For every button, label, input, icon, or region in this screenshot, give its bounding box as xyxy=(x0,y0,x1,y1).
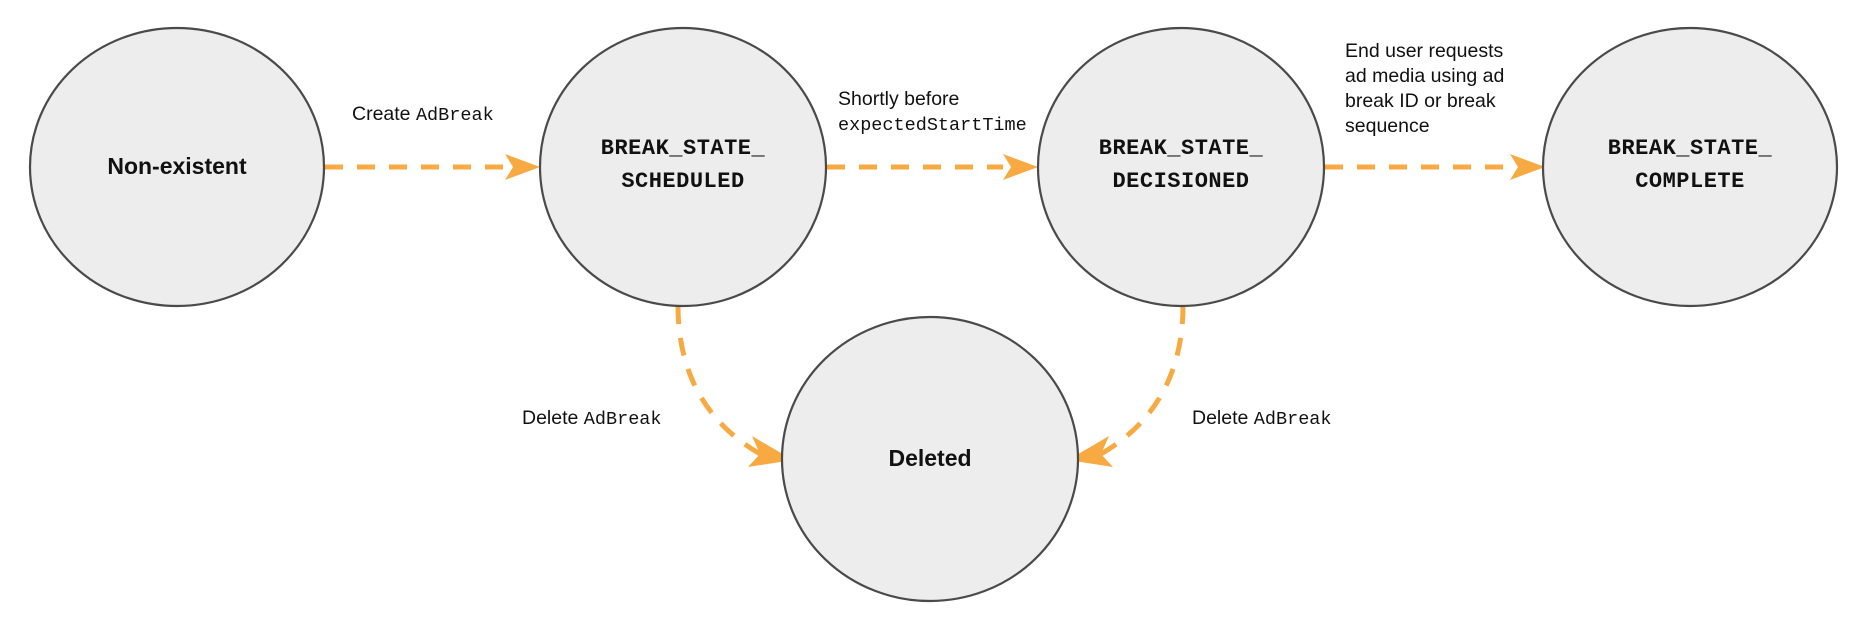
node-shape-break-state-complete[interactable] xyxy=(1541,26,1839,308)
node-break-state-decisioned[interactable]: BREAK_STATE_ DECISIONED xyxy=(1036,26,1326,308)
edge-label-run-sans: Create xyxy=(352,103,416,125)
edge-label-run-sans: Delete xyxy=(1192,407,1254,429)
edge-label-run-mono: AdBreak xyxy=(584,409,662,430)
edge-line-delete-from-decisioned xyxy=(1097,305,1186,458)
edge-delete-from-scheduled xyxy=(675,305,793,467)
edge-label-line-3: break ID or break xyxy=(1345,90,1496,112)
edge-label-run-mono: AdBreak xyxy=(1254,409,1332,430)
edge-delete-from-decisioned xyxy=(1068,305,1186,467)
node-shape-break-state-decisioned[interactable] xyxy=(1036,26,1326,308)
node-label-break-state-scheduled-line1: BREAK_STATE_ xyxy=(601,136,766,161)
edge-label-create-adbreak: Create AdBreak xyxy=(352,103,494,126)
node-label-break-state-decisioned-line1: BREAK_STATE_ xyxy=(1099,136,1264,161)
edge-create-adbreak xyxy=(325,154,540,180)
edge-end-user-requests xyxy=(1325,154,1545,180)
edge-label-run-mono: AdBreak xyxy=(416,105,494,126)
node-label-break-state-complete-line2: COMPLETE xyxy=(1635,169,1745,194)
node-label-break-state-scheduled-line2: SCHEDULED xyxy=(621,169,744,194)
node-break-state-scheduled[interactable]: BREAK_STATE_ SCHEDULED xyxy=(538,26,828,308)
node-break-state-complete[interactable]: BREAK_STATE_ COMPLETE xyxy=(1541,26,1839,308)
edge-label-line-1: Shortly before xyxy=(838,88,959,110)
node-label-non-existent: Non-existent xyxy=(107,153,247,179)
node-label-break-state-decisioned-line2: DECISIONED xyxy=(1112,169,1249,194)
node-shape-deleted[interactable] xyxy=(780,315,1080,603)
node-label-break-state-complete-line1: BREAK_STATE_ xyxy=(1608,136,1773,161)
arrow-head-icon xyxy=(505,154,540,180)
edge-label-end-user-requests: End user requests ad media using ad brea… xyxy=(1345,40,1510,137)
edge-label-shortly-before: Shortly before expectedStartTime xyxy=(838,88,1027,136)
node-shape-break-state-scheduled[interactable] xyxy=(538,26,828,308)
edge-shortly-before xyxy=(827,154,1038,180)
node-label-deleted: Deleted xyxy=(888,445,971,471)
edge-label-run-sans: Delete xyxy=(522,407,584,429)
arrow-head-icon xyxy=(1003,154,1038,180)
edge-label-line-2: ad media using ad xyxy=(1345,65,1504,87)
arrow-head-icon xyxy=(1510,154,1545,180)
node-non-existent[interactable]: Non-existent xyxy=(28,26,326,308)
node-deleted[interactable]: Deleted xyxy=(780,315,1080,603)
node-shape-non-existent[interactable] xyxy=(28,26,326,308)
edge-label-line-4: sequence xyxy=(1345,115,1430,137)
edge-label-line-2: expectedStartTime xyxy=(838,115,1027,136)
edge-label-delete-from-decisioned: Delete AdBreak xyxy=(1192,407,1332,430)
edge-line-delete-from-scheduled xyxy=(675,305,764,458)
edge-label-delete-from-scheduled: Delete AdBreak xyxy=(522,407,662,430)
edge-label-line-1: End user requests xyxy=(1345,40,1504,62)
arrow-head-icon xyxy=(1068,436,1113,467)
